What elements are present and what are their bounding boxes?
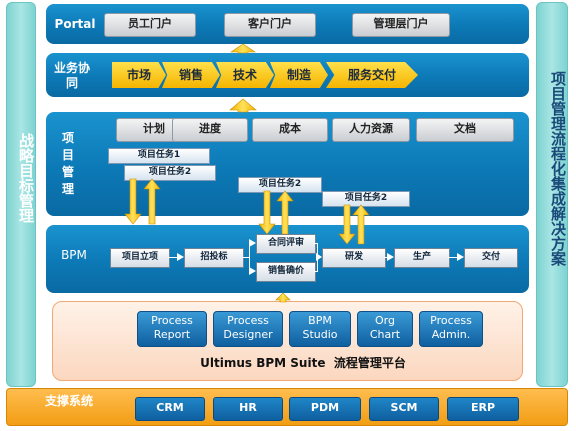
- flow-connector: [168, 257, 178, 258]
- scm-button[interactable]: SCM: [369, 397, 439, 421]
- flow-connector: [384, 257, 388, 258]
- bpm-platform-panel: Process Report Process Designer BPM Stud…: [52, 301, 523, 381]
- crm-button[interactable]: CRM: [135, 397, 205, 421]
- org-chart-label-2: Chart: [369, 328, 401, 341]
- business-step-service-delivery[interactable]: 服务交付: [326, 62, 418, 88]
- down-arrow-icon: [124, 178, 142, 225]
- solution-pillar: 项目管理流程化集成解决方案: [536, 2, 568, 387]
- org-chart-button[interactable]: Org Chart: [357, 311, 413, 347]
- support-label: 支撑系统: [44, 394, 93, 408]
- process-designer-label-1: Process: [227, 314, 269, 327]
- flow-connector: [448, 257, 458, 258]
- flow-arrow-icon: [387, 253, 394, 261]
- flow-arrow-icon: [177, 253, 184, 261]
- flow-arrow-icon: [316, 253, 322, 261]
- flow-connector: [242, 257, 250, 258]
- flow-contract-review[interactable]: 合同评审: [256, 234, 316, 254]
- project-label: 项目管理: [61, 131, 74, 196]
- document-button[interactable]: 文档: [416, 118, 514, 142]
- support-row: 支撑系统 CRM HR PDM SCM ERP: [6, 388, 568, 426]
- flow-bidding[interactable]: 招投标: [184, 248, 244, 268]
- platform-title: Ultimus BPM Suite 流程管理平台: [200, 356, 406, 370]
- flow-production[interactable]: 生产: [394, 248, 450, 268]
- hr-system-button[interactable]: HR: [213, 397, 283, 421]
- flow-project-initiation[interactable]: 项目立项: [110, 248, 170, 268]
- project-task[interactable]: 项目任务1: [108, 148, 210, 164]
- bpm-row: BPM 项目立项 招投标 合同评审 销售确价 研发 生产 交付: [46, 225, 529, 293]
- business-step-manufacturing[interactable]: 制造: [270, 62, 328, 88]
- business-step-market[interactable]: 市场: [112, 62, 166, 88]
- bpm-studio-label-2: Studio: [302, 328, 338, 341]
- portal-label: Portal: [54, 17, 96, 31]
- process-admin-label-1: Process: [430, 314, 472, 327]
- progress-button[interactable]: 进度: [172, 118, 248, 142]
- management-portal-button[interactable]: 管理层门户: [352, 13, 450, 37]
- up-arrow-icon: [229, 98, 257, 113]
- pdm-button[interactable]: PDM: [289, 397, 361, 421]
- project-task[interactable]: 项目任务2: [238, 177, 322, 193]
- flow-delivery[interactable]: 交付: [464, 248, 518, 268]
- process-report-label-1: Process: [151, 314, 193, 327]
- down-arrow-icon: [258, 190, 276, 235]
- hr-button[interactable]: 人力资源: [332, 118, 410, 142]
- portal-row: Portal 员工门户 客户门户 管理层门户: [46, 4, 529, 44]
- bpm-studio-label-1: BPM: [308, 314, 332, 327]
- down-arrow-icon: [338, 204, 356, 245]
- process-admin-button[interactable]: Process Admin.: [419, 311, 483, 347]
- business-step-tech[interactable]: 技术: [216, 62, 274, 88]
- strategy-pillar-label: 战略目标管理: [17, 133, 35, 223]
- org-chart-label-1: Org: [375, 314, 395, 327]
- erp-button[interactable]: ERP: [447, 397, 519, 421]
- up-arrow-icon: [230, 43, 256, 54]
- flow-connector: [314, 243, 318, 244]
- customer-portal-button[interactable]: 客户门户: [224, 13, 316, 37]
- process-report-label-2: Report: [153, 328, 191, 341]
- up-arrow-icon: [276, 190, 294, 235]
- process-designer-label-2: Designer: [223, 328, 273, 341]
- solution-pillar-label: 项目管理流程化集成解决方案: [549, 71, 567, 266]
- cost-button[interactable]: 成本: [252, 118, 328, 142]
- business-row: 业务协同 市场 销售 技术 制造 服务交付: [46, 53, 529, 97]
- bpm-label: BPM: [61, 248, 87, 262]
- process-report-button[interactable]: Process Report: [137, 311, 207, 347]
- project-task[interactable]: 项目任务2: [322, 191, 410, 207]
- process-designer-button[interactable]: Process Designer: [213, 311, 283, 347]
- up-arrow-icon: [352, 204, 370, 245]
- business-step-sales[interactable]: 销售: [162, 62, 220, 88]
- flow-sales-pricing[interactable]: 销售确价: [256, 262, 316, 282]
- employee-portal-button[interactable]: 员工门户: [104, 13, 196, 37]
- business-label: 业务协同: [54, 61, 91, 90]
- flow-rnd[interactable]: 研发: [322, 248, 386, 268]
- flow-arrow-icon: [457, 253, 464, 261]
- up-arrow-icon: [143, 178, 161, 225]
- flow-connector: [314, 271, 318, 272]
- flow-connector: [249, 243, 250, 272]
- bpm-studio-button[interactable]: BPM Studio: [289, 311, 351, 347]
- flow-arrow-icon: [249, 267, 256, 275]
- strategy-pillar: 战略目标管理: [6, 2, 36, 387]
- process-admin-label-2: Admin.: [431, 328, 471, 341]
- flow-arrow-icon: [249, 239, 256, 247]
- up-arrow-icon: [275, 292, 291, 303]
- project-task[interactable]: 项目任务2: [124, 165, 216, 181]
